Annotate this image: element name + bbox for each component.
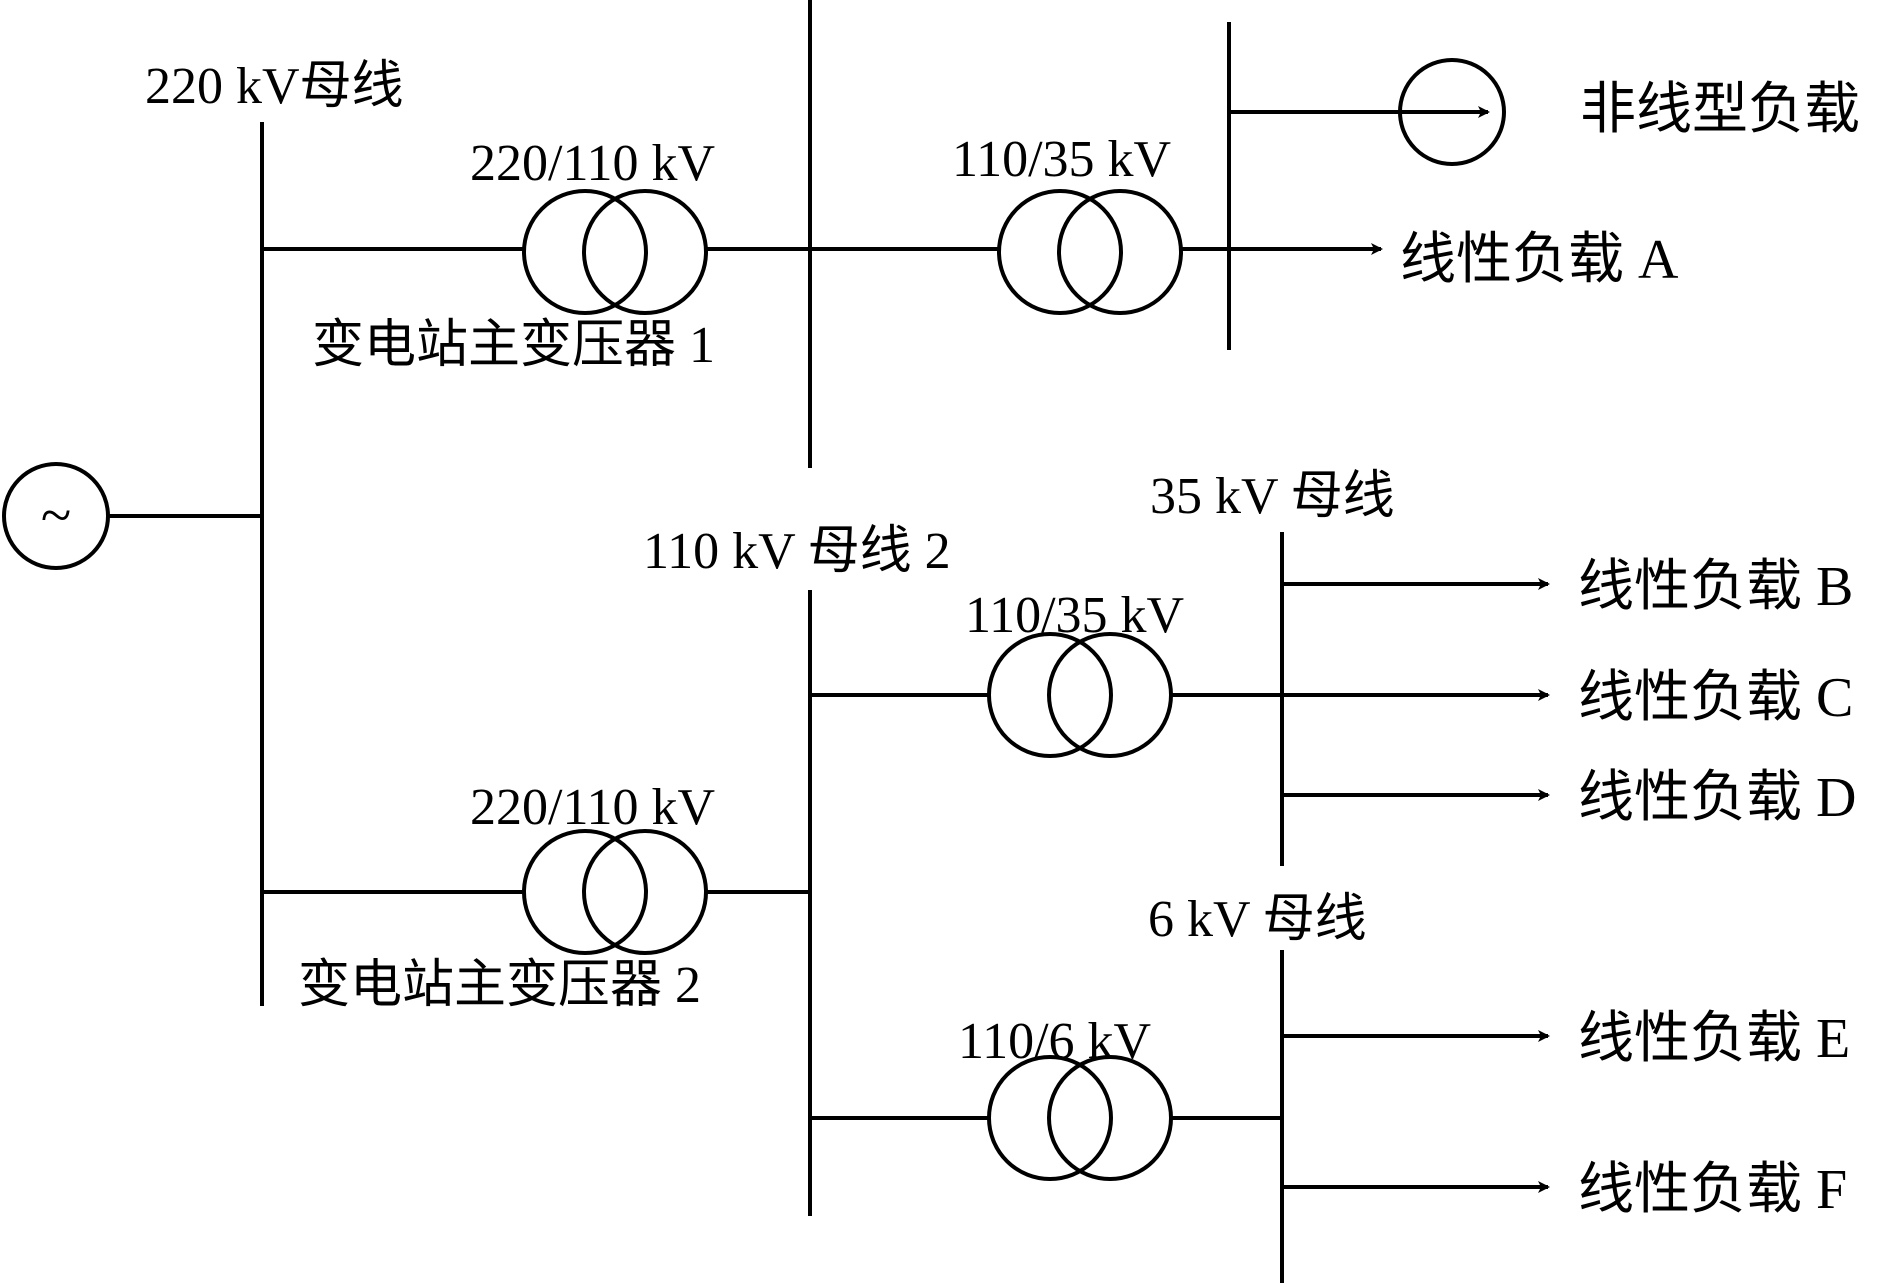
- load-a-label: 线性负载 A: [1400, 229, 1679, 291]
- t1-ratio-label: 220/110 kV: [470, 135, 715, 192]
- nonlinear-load-label: 非线型负载: [1580, 79, 1860, 141]
- transformer-1-icon: [522, 189, 708, 315]
- transformer-5-icon: [987, 1055, 1173, 1181]
- t4-ratio-label: 110/35 kV: [965, 587, 1184, 644]
- transformer-2-icon: [522, 829, 708, 955]
- t3-ratio-label: 110/35 kV: [952, 131, 1171, 188]
- bus-110kv-2-label: 110 kV 母线 2: [643, 523, 951, 580]
- t5-ratio-label: 110/6 kV: [958, 1013, 1151, 1070]
- nonlinear-load-icon: [1229, 58, 1506, 166]
- t2-name-label: 变电站主变压器 2: [298, 957, 701, 1014]
- load-b-label: 线性负载 B: [1578, 556, 1853, 618]
- bus-35kv-label: 35 kV 母线: [1150, 468, 1395, 525]
- bus-220kv-label: 220 kV母线: [145, 58, 404, 115]
- t2-ratio-label: 220/110 kV: [470, 779, 715, 836]
- t1-name-label: 变电站主变压器 1: [312, 317, 715, 374]
- ac-source: ~: [2, 462, 110, 570]
- ac-source-symbol: ~: [41, 485, 71, 547]
- load-c-label: 线性负载 C: [1578, 667, 1853, 729]
- transformer-3-icon: [997, 189, 1183, 315]
- transformer-4-icon: [987, 632, 1173, 758]
- load-e-label: 线性负载 E: [1578, 1008, 1850, 1070]
- load-d-label: 线性负载 D: [1578, 767, 1856, 829]
- bus-6kv-label: 6 kV 母线: [1148, 891, 1367, 948]
- load-f-label: 线性负载 F: [1578, 1159, 1847, 1221]
